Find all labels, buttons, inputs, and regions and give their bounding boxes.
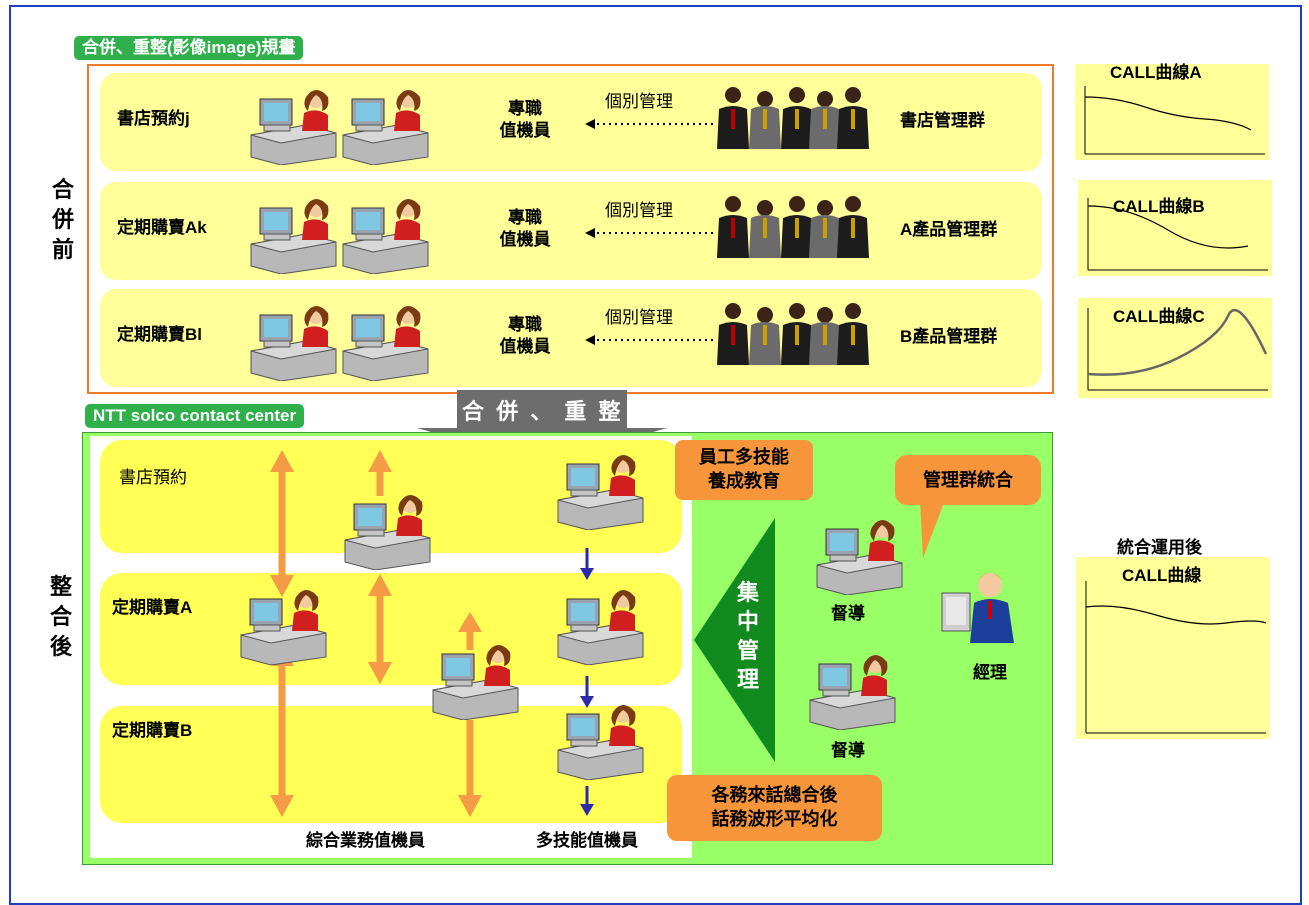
service-label: 定期購賣Ak — [117, 218, 207, 237]
manager-figure — [941, 573, 1014, 643]
management-group-icon — [717, 196, 869, 258]
multiskill-agent-3 — [553, 700, 648, 785]
dotted-arrow — [585, 335, 713, 345]
supervisor-label-2: 督導 — [831, 741, 865, 760]
training-callout: 員工多技能養成教育 — [675, 440, 813, 500]
agent-subscription-a — [236, 585, 331, 670]
group-label: A產品管理群 — [900, 220, 998, 239]
agent-mid-icon — [432, 645, 519, 721]
agent-figure — [342, 90, 429, 166]
before-row-3: 定期購賣Bl 專職值機員 個別管理 B產品管理群 — [100, 289, 1042, 387]
call-curve-after-title: 統合運用後 — [1117, 538, 1202, 557]
call-curve-c-chart — [1087, 308, 1268, 391]
agent-figure — [250, 90, 337, 166]
before-merge-label: 合併前 — [51, 177, 74, 262]
management-group-figure — [715, 297, 870, 370]
manager-label: 經理 — [973, 663, 1007, 682]
agent-figure — [342, 199, 429, 275]
agent-figure — [250, 306, 337, 382]
individual-mgmt-label: 個別管理 — [605, 92, 673, 111]
agent-figure — [342, 306, 429, 382]
call-curve-a-chart — [1084, 86, 1265, 155]
general-agent-label: 綜合業務值機員 — [306, 831, 425, 850]
merge-arrow-label: 合 併 、 重 整 — [462, 399, 624, 424]
call-curve-b-chart — [1087, 198, 1268, 271]
supervisor-label-1: 督導 — [831, 604, 865, 623]
call-curve-c-box: CALL曲線C — [1078, 298, 1272, 398]
service-label: 書店預約j — [117, 109, 190, 128]
call-curve-after-box: CALL曲線 — [1076, 557, 1270, 739]
management-integration-callout: 管理群統合 — [895, 455, 1041, 505]
agent-figure — [250, 199, 337, 275]
multiskill-agent-2-icon — [557, 590, 644, 666]
before-row-2: 定期購賣Ak 專職值機員 個別管理 A產品管理群 — [100, 182, 1042, 280]
dotted-arrow — [585, 119, 713, 129]
multiskill-agent-label: 多技能值機員 — [536, 831, 638, 850]
agent-pair — [246, 301, 341, 386]
call-curve-a-box: CALL曲線A — [1075, 63, 1269, 160]
manager — [938, 563, 1023, 653]
service-label-subscription-a: 定期購賣A — [112, 598, 193, 617]
individual-mgmt-label: 個別管理 — [605, 201, 673, 220]
supervisor-figure-2 — [805, 650, 900, 735]
title-tag: 合併、重整(影像image)規畫 — [74, 36, 304, 60]
dedicated-staff-label: 專職值機員 — [499, 208, 551, 249]
agent-mid — [428, 640, 523, 725]
agent-bookstore — [340, 490, 435, 575]
multiskill-agent-2 — [553, 585, 648, 670]
management-group-icon — [717, 303, 869, 365]
central-management-label: 集中管理 — [736, 580, 759, 692]
agent-pair — [246, 85, 341, 170]
call-curve-after-chart — [1085, 581, 1267, 734]
dotted-arrow — [585, 228, 713, 238]
call-curve-b-box: CALL曲線B — [1078, 180, 1272, 276]
agent-subscription-a-icon — [240, 590, 327, 666]
agent-pair — [338, 194, 433, 279]
supervisor-figure-1 — [812, 515, 907, 600]
management-group-figure — [715, 190, 870, 263]
supervisor-figure-1-icon — [816, 520, 903, 596]
call-curve-after-label: CALL曲線 — [1122, 566, 1202, 585]
call-curve-b-label: CALL曲線B — [1113, 197, 1205, 216]
call-curve-c-label: CALL曲線C — [1113, 307, 1205, 326]
group-label: 書店管理群 — [900, 111, 985, 130]
service-label-bookstore: 書店預約 — [119, 468, 187, 487]
agent-bookstore-icon — [344, 495, 431, 571]
dedicated-staff-label: 專職值機員 — [499, 99, 551, 140]
multiskill-agent-1 — [553, 450, 648, 535]
agent-pair — [338, 301, 433, 386]
multiskill-agent-3-icon — [557, 705, 644, 781]
service-label: 定期購賣Bl — [117, 325, 202, 344]
after-merge-label: 整合後 — [49, 574, 72, 659]
callout-pointer — [920, 500, 945, 558]
group-label: B產品管理群 — [900, 327, 998, 346]
multiskill-agent-1-icon — [557, 455, 644, 531]
summary-callout: 各務來話總合後話務波形平均化 — [667, 775, 882, 841]
dedicated-staff-label: 專職值機員 — [499, 315, 551, 356]
service-label-subscription-b: 定期購賣B — [112, 721, 193, 740]
individual-mgmt-label: 個別管理 — [605, 308, 673, 327]
call-curve-a-label: CALL曲線A — [1110, 63, 1202, 82]
agent-pair — [246, 194, 341, 279]
contact-center-tag: NTT solco contact center — [85, 404, 305, 428]
before-row-1: 書店預約j 專職值機員 個別管理 書店管理群 — [100, 73, 1042, 171]
management-group-figure — [715, 81, 870, 154]
supervisor-figure-2-icon — [809, 655, 896, 731]
management-group-icon — [717, 87, 869, 149]
agent-pair — [338, 85, 433, 170]
